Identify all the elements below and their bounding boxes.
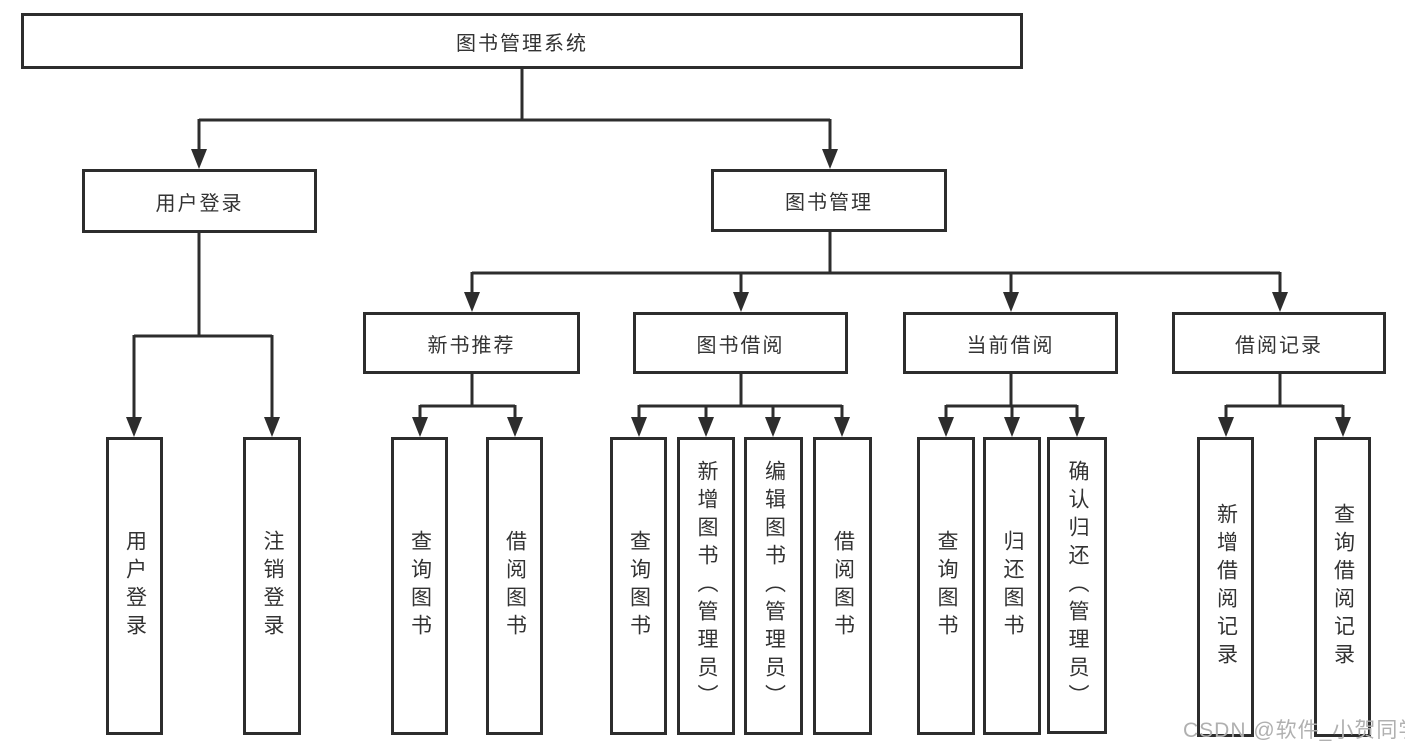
leaf-query-books-borrow-label: 查询图书	[627, 530, 651, 642]
leaf-query-books-recommend-label: 查询图书	[408, 530, 432, 642]
leaf-add-borrow-record: 新增借阅记录	[1197, 437, 1254, 737]
node-book-borrow: 图书借阅	[633, 312, 848, 374]
leaf-borrow-books-recommend-label: 借阅图书	[503, 530, 527, 642]
node-new-book-recommend: 新书推荐	[363, 312, 580, 374]
leaf-return-books: 归还图书	[983, 437, 1041, 735]
leaf-logout: 注销登录	[243, 437, 301, 735]
node-book-management: 图书管理	[711, 169, 947, 232]
leaf-query-books-current-label: 查询图书	[935, 530, 958, 642]
leaf-query-books-recommend: 查询图书	[391, 437, 448, 735]
leaf-add-borrow-record-label: 新增借阅记录	[1214, 503, 1238, 671]
node-current-borrow: 当前借阅	[903, 312, 1118, 374]
leaf-logout-label: 注销登录	[261, 530, 284, 642]
leaf-confirm-return-admin-label: 确认归还（管理员）	[1066, 459, 1089, 712]
leaf-query-borrow-record: 查询借阅记录	[1314, 437, 1371, 737]
connector-lines	[132, 69, 1345, 418]
leaf-return-books-label: 归还图书	[1001, 530, 1024, 642]
leaf-query-books-borrow: 查询图书	[610, 437, 667, 735]
leaf-borrow-books-label: 借阅图书	[831, 530, 855, 642]
node-root: 图书管理系统	[21, 13, 1023, 69]
node-borrow-records: 借阅记录	[1172, 312, 1386, 374]
node-user-login: 用户登录	[82, 169, 317, 233]
leaf-borrow-books-recommend: 借阅图书	[486, 437, 543, 735]
leaf-edit-books-admin-label: 编辑图书（管理员）	[762, 460, 786, 712]
leaf-add-books-admin-label: 新增图书（管理员）	[695, 460, 718, 712]
leaf-query-borrow-record-label: 查询借阅记录	[1331, 503, 1355, 671]
leaf-user-login-label: 用户登录	[123, 530, 147, 642]
leaf-borrow-books: 借阅图书	[813, 437, 872, 735]
connector-arrowheads	[126, 149, 1351, 437]
csdn-watermark: CSDN @软件_小贺同学	[1183, 719, 1405, 742]
leaf-confirm-return-admin: 确认归还（管理员）	[1047, 437, 1107, 734]
leaf-user-login: 用户登录	[106, 437, 163, 735]
leaf-edit-books-admin: 编辑图书（管理员）	[744, 437, 803, 735]
leaf-add-books-admin: 新增图书（管理员）	[677, 437, 735, 735]
leaf-query-books-current: 查询图书	[917, 437, 975, 735]
